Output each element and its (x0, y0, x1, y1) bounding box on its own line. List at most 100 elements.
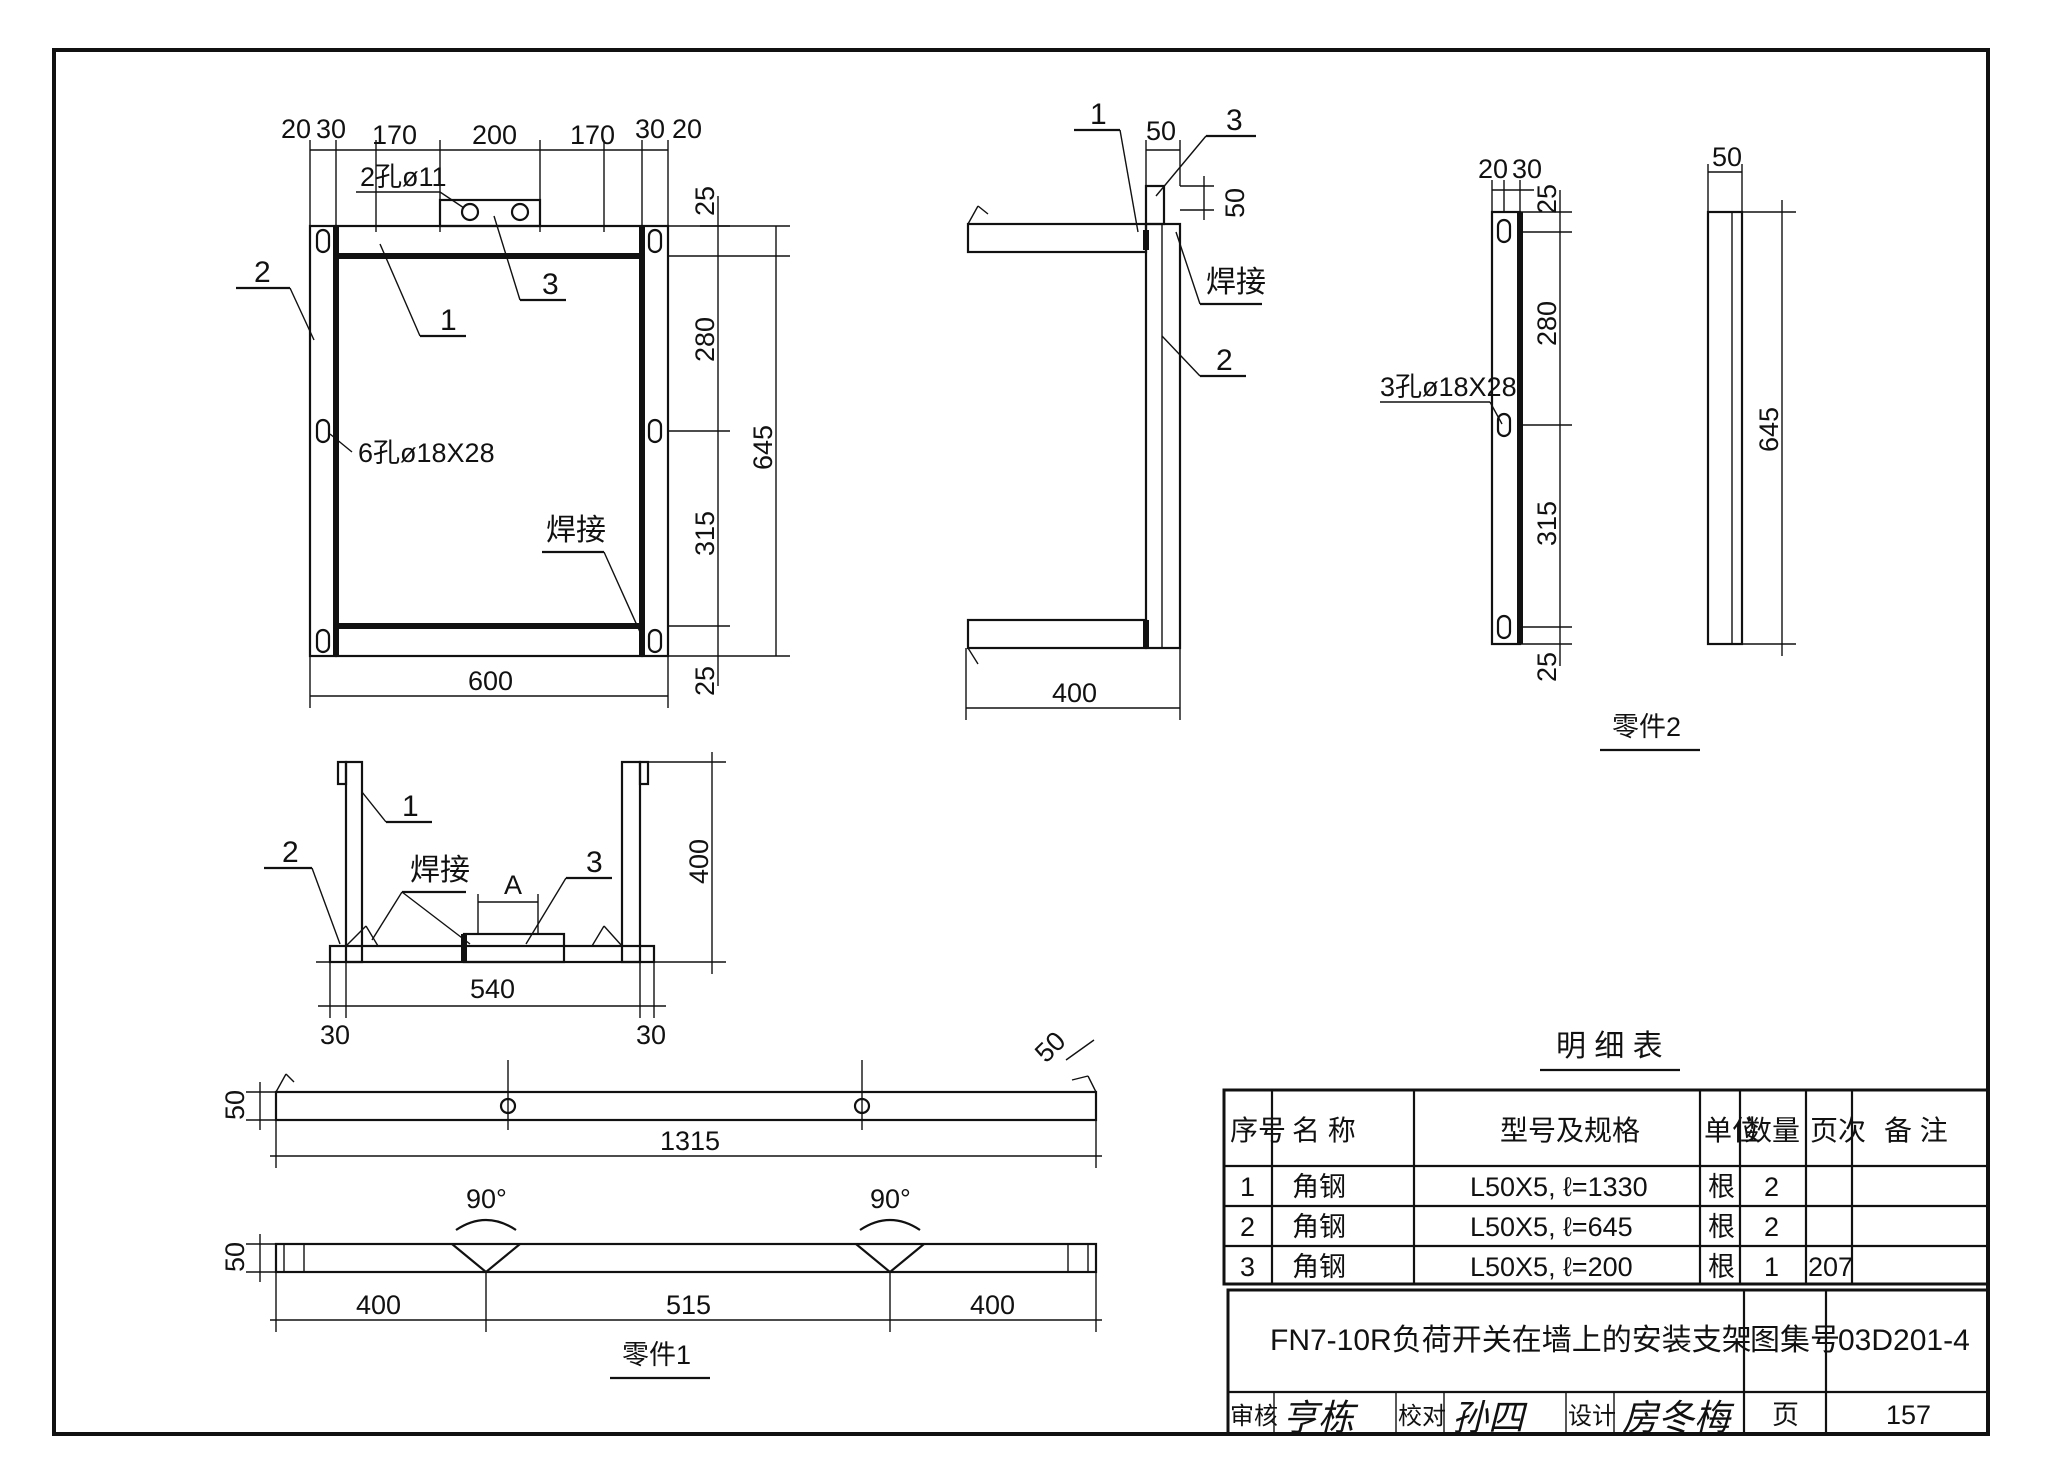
front-label-2: 2 (254, 256, 271, 289)
part1-dim-50-b: 50 (220, 1242, 250, 1272)
bom-row: 3 角钢 L50X5, ℓ=200 根 1 207 (1240, 1252, 1853, 1282)
plan-label-3: 3 (586, 846, 603, 879)
bom-row: 1 角钢 L50X5, ℓ=1330 根 2 (1240, 1172, 1779, 1202)
bom-row: 2 角钢 L50X5, ℓ=645 根 2 (1240, 1212, 1779, 1242)
bom-title: 明 细 表 (1556, 1030, 1663, 1063)
front-dim-top-2: 170 (372, 120, 417, 150)
part1-dim-bottom-2: 400 (970, 1290, 1015, 1320)
part2-holes-label: 3孔ø18X28 (1380, 372, 1517, 402)
bom-row-2-spec: L50X5, ℓ=645 (1470, 1212, 1633, 1242)
bom-table: 明 细 表 序号 名 称 型号及规格 单位 数量 页次 备 注 1 角钢 L50… (1222, 1030, 1990, 1286)
part1-dim-bottom-1: 515 (666, 1290, 711, 1320)
bom-header-page: 页次 (1810, 1115, 1866, 1146)
part2-side (1706, 210, 1744, 646)
bom-header-unit: 单位 (1704, 1115, 1760, 1146)
side-label-2: 2 (1216, 344, 1233, 377)
plan-dim-30-left: 30 (320, 1020, 350, 1050)
review-label: 审核 (1230, 1403, 1278, 1430)
bom-header-remark: 备 注 (1884, 1115, 1948, 1146)
front-dim-top-1: 30 (316, 114, 346, 144)
side-label-1: 1 (1090, 98, 1107, 131)
front-dim-top-5: 30 (635, 114, 665, 144)
part1-plan (274, 1242, 1098, 1274)
part2-caption: 零件2 (1612, 712, 1681, 742)
front-dim-right-1: 280 (690, 317, 720, 362)
review-signature: 亨栋 (1282, 1398, 1359, 1439)
bom-row-1-unit: 根 (1708, 1172, 1735, 1202)
plan-dim-A: A (504, 870, 522, 900)
front-dim-width: 600 (468, 666, 513, 696)
bom-row-2-no: 2 (1240, 1212, 1255, 1242)
drawing-title: FN7-10R负荷开关在墙上的安装支架 (1270, 1324, 1752, 1357)
front-holes-top-label: 2孔ø11 (360, 162, 447, 192)
bom-row-1-no: 1 (1240, 1172, 1255, 1202)
part2-dim-top-1: 30 (1512, 154, 1542, 184)
side-weld-label: 焊接 (1206, 266, 1266, 299)
part2-dim-v-0: 25 (1532, 184, 1562, 214)
bom-row-3-spec: L50X5, ℓ=200 (1470, 1252, 1633, 1282)
front-dim-top-4: 170 (570, 120, 615, 150)
bom-row-2-name: 角钢 (1292, 1212, 1346, 1242)
side-view: 50 50 1 3 焊接 2 400 (965, 98, 1266, 720)
atlas-label: 图集号 (1750, 1324, 1840, 1357)
part2-dim-v-2: 315 (1532, 501, 1562, 546)
front-dim-right-2: 315 (690, 511, 720, 556)
bom-header-name: 名 称 (1292, 1115, 1356, 1146)
design-label: 设计 (1568, 1403, 1616, 1430)
part1-angle-left: 90° (466, 1184, 507, 1214)
bom-header-qty: 数量 (1744, 1115, 1800, 1146)
bom-row-3-no: 3 (1240, 1252, 1255, 1282)
side-dim-50b: 50 (1220, 188, 1250, 218)
part1-dim-50-end: 50 (1029, 1026, 1071, 1068)
bottom-rail (334, 624, 644, 658)
plan-label-1: 1 (402, 790, 419, 823)
plan-base (328, 944, 656, 964)
bom-row-3-qty: 1 (1764, 1252, 1779, 1282)
bom-row-3-page: 207 (1808, 1252, 1853, 1282)
part2-dim-v-3: 25 (1532, 652, 1562, 682)
atlas-number: 03D201-4 (1838, 1324, 1970, 1357)
front-dim-right-0: 25 (690, 186, 720, 216)
plan-weld-label: 焊接 (410, 854, 470, 887)
bom-row-3-name: 角钢 (1292, 1252, 1346, 1282)
side-part3 (1144, 184, 1166, 226)
front-dim-top-0: 20 (281, 114, 311, 144)
front-weld-label: 焊接 (546, 514, 606, 547)
front-dim-total: 645 (748, 425, 778, 470)
front-label-1: 1 (440, 304, 457, 337)
part1-angle-right: 90° (870, 1184, 911, 1214)
side-dim-50a: 50 (1146, 116, 1176, 146)
side-top-arm (966, 222, 1148, 254)
part1-caption: 零件1 (622, 1340, 691, 1370)
part2-dim-top-0: 20 (1478, 154, 1508, 184)
hole-11-right (510, 202, 530, 222)
front-dim-right-3: 25 (690, 666, 720, 696)
sheet-border (52, 48, 1990, 1436)
front-holes-side-label: 6孔ø18X28 (358, 438, 495, 468)
part1-dim-50-a: 50 (220, 1090, 250, 1120)
part1-dim-bottom-0: 400 (356, 1290, 401, 1320)
page-label: 页 (1772, 1400, 1799, 1430)
check-label: 校对 (1398, 1403, 1446, 1430)
design-signature: 房冬梅 (1622, 1398, 1735, 1439)
plan-dim-400: 400 (684, 839, 714, 884)
side-upright (1144, 222, 1182, 650)
check-signature: 孙四 (1452, 1398, 1528, 1439)
part1-dim-1315: 1315 (660, 1126, 720, 1156)
bom-header-spec: 型号及规格 (1500, 1115, 1640, 1146)
part1-elevation (274, 1090, 1098, 1122)
plan-label-2: 2 (282, 836, 299, 869)
bom-row-1-spec: L50X5, ℓ=1330 (1470, 1172, 1648, 1202)
side-label-3: 3 (1226, 104, 1243, 137)
bom-row-1-name: 角钢 (1292, 1172, 1346, 1202)
part2-dim-total: 645 (1754, 407, 1784, 452)
top-rail (334, 224, 644, 258)
bom-row-2-unit: 根 (1708, 1212, 1735, 1242)
bom-header-no: 序号 (1230, 1115, 1286, 1146)
front-label-3: 3 (542, 268, 559, 301)
part2-dim-v-1: 280 (1532, 301, 1562, 346)
side-dim-depth: 400 (1052, 678, 1097, 708)
front-dim-top-3: 200 (472, 120, 517, 150)
part2-dim-50: 50 (1712, 142, 1742, 172)
